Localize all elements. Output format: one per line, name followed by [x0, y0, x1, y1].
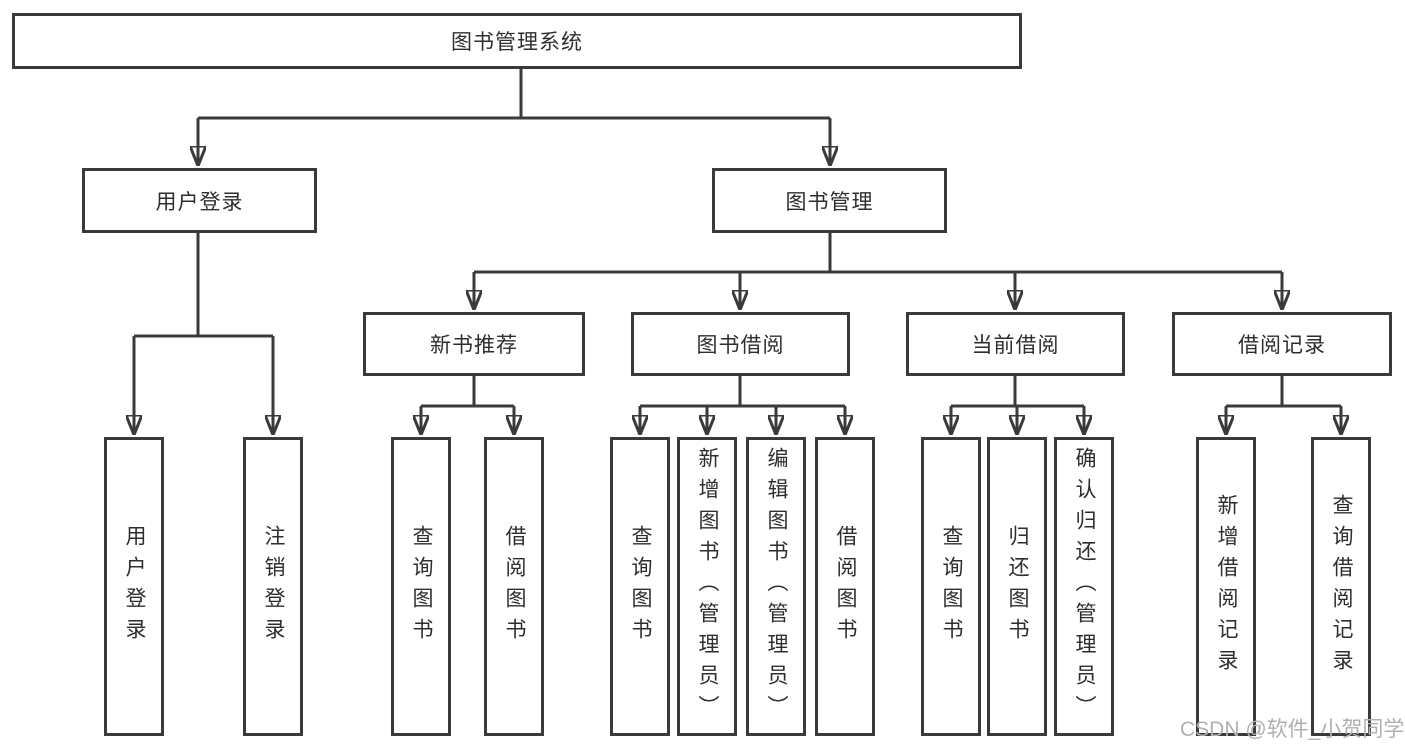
- leaf-user-login: 用户登录: [104, 437, 164, 736]
- connector-root-to-level1: [198, 69, 830, 164]
- connector-login-to-leaves: [134, 233, 273, 433]
- node-book-management: 图书管理: [712, 168, 947, 233]
- node-current-borrowing: 当前借阅: [906, 312, 1125, 376]
- node-book-borrowing: 图书借阅: [631, 312, 850, 376]
- connector-records-to-leaves: [1226, 376, 1341, 433]
- leaf-recommend-borrow-books: 借阅图书: [484, 437, 544, 736]
- leaf-records-query-borrow-record: 查询借阅记录: [1311, 437, 1371, 736]
- leaf-borrowing-add-books-admin: 新增图书（管理员）: [677, 437, 737, 736]
- leaf-borrowing-query-books: 查询图书: [610, 437, 670, 736]
- leaf-current-return-books: 归还图书: [987, 437, 1047, 736]
- leaf-current-query-books: 查询图书: [921, 437, 981, 736]
- connector-mgmt-to-level2: [474, 233, 1282, 308]
- leaf-borrowing-borrow-books: 借阅图书: [815, 437, 875, 736]
- node-borrow-records: 借阅记录: [1172, 312, 1392, 376]
- connector-borrow-to-leaves: [640, 376, 845, 433]
- leaf-current-confirm-return-admin: 确认归还（管理员）: [1054, 437, 1114, 736]
- connector-recommend-to-leaves: [421, 376, 514, 433]
- leaf-borrowing-edit-books-admin: 编辑图书（管理员）: [746, 437, 806, 736]
- node-new-book-recommend: 新书推荐: [363, 312, 585, 376]
- leaf-recommend-query-books: 查询图书: [391, 437, 451, 736]
- connector-current-to-leaves: [951, 376, 1084, 433]
- leaf-logout: 注销登录: [243, 437, 303, 736]
- node-library-management-system: 图书管理系统: [12, 13, 1022, 69]
- csdn-watermark: CSDN @软件_小贺同学: [1180, 718, 1405, 741]
- leaf-records-add-borrow-record: 新增借阅记录: [1196, 437, 1256, 736]
- node-user-login: 用户登录: [82, 168, 317, 233]
